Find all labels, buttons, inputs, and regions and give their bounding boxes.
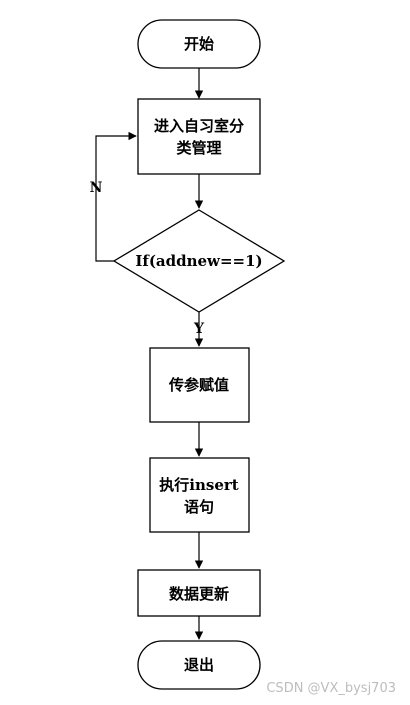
exec-insert-box (149, 457, 250, 533)
no-label: N (90, 180, 103, 196)
start-label: 开始 (184, 35, 214, 53)
enter-management-box (137, 98, 261, 175)
enter-management-label-2: 类管理 (176, 139, 221, 157)
exit-label: 退出 (184, 656, 214, 674)
exit-terminal (137, 640, 261, 690)
exec-insert-label-1: 执行insert (159, 476, 238, 494)
assign-box (149, 347, 250, 423)
decision-label: If(addnew==1) (135, 252, 262, 270)
data-update-box (137, 569, 261, 617)
data-update-label: 数据更新 (169, 585, 229, 603)
watermark: CSDN @VX_bysj703 (266, 681, 396, 696)
yes-label: Y (193, 321, 205, 337)
enter-management-label-1: 进入自习室分 (154, 117, 244, 135)
assign-label: 传参赋值 (168, 376, 229, 394)
exec-insert-label-2: 语句 (184, 498, 214, 516)
edge-decision-no-loop (95, 131, 137, 262)
